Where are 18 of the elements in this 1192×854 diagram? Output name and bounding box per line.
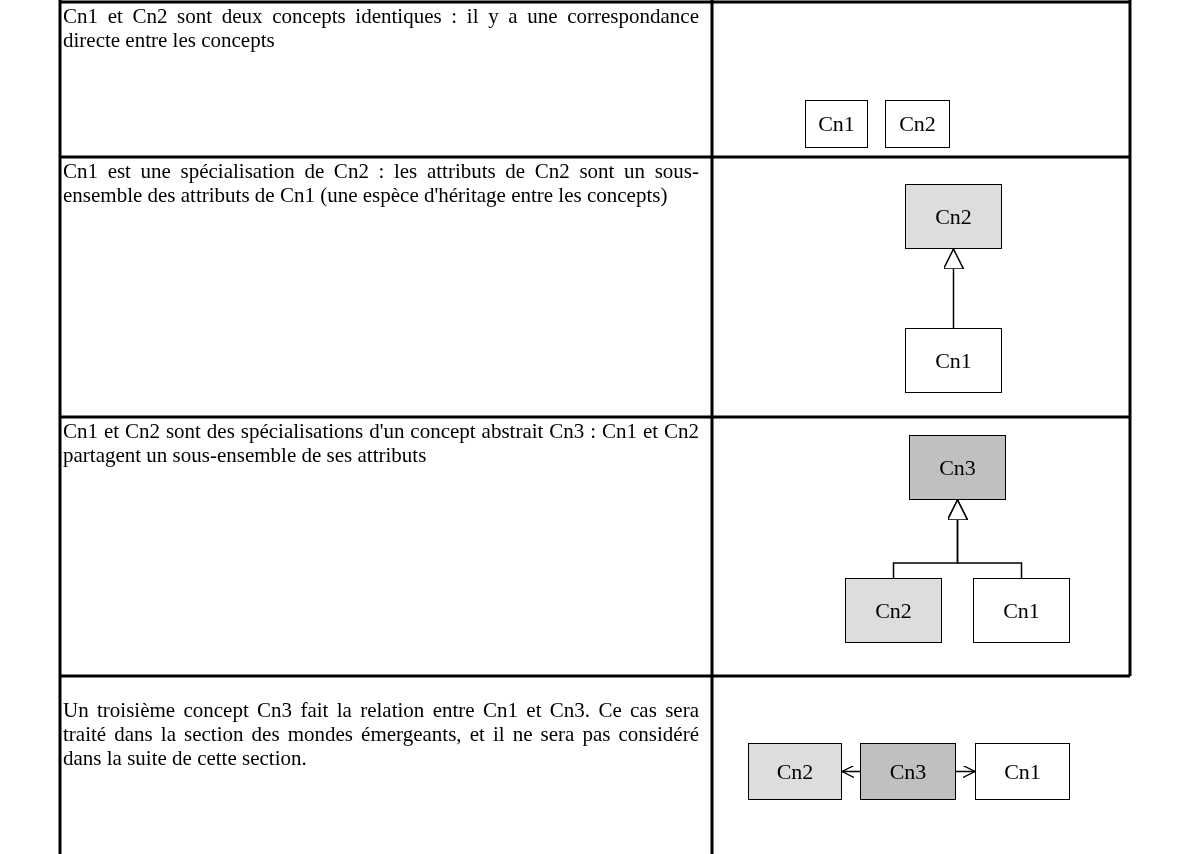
concept-box: Cn3	[909, 435, 1006, 500]
concept-box: Cn1	[975, 743, 1070, 800]
concept-box: Cn1	[973, 578, 1070, 643]
concept-box: Cn2	[885, 100, 950, 148]
arrow	[955, 764, 976, 779]
concept-box: Cn1	[805, 100, 868, 148]
table-cell-text: Cn1 est une spécialisation de Cn2 : les attributs de Cn2 sont un sous-ensemble des attributs de Cn1 (une espèce d'héritage entre les concepts)	[63, 159, 699, 207]
arrow	[946, 499, 1023, 579]
table-cell-text: Cn1 et Cn2 sont des spécialisations d'un concept abstrait Cn3 : Cn1 et Cn2 partagent un sous-ensemble de ses attributs	[63, 419, 699, 467]
concept-box: Cn2	[845, 578, 942, 643]
table-cell-text: Un troisième concept Cn3 fait la relation entre Cn1 et Cn3. Ce cas sera traité dans la section des mondes émergeants, et il ne sera pas considéré dans la suite de cette section.	[63, 698, 699, 770]
concept-box: Cn2	[748, 743, 842, 800]
arrow	[942, 248, 965, 329]
table-cell-text: Cn1 et Cn2 sont deux concepts identiques : il y a une correspondance directe entre les concepts	[63, 4, 699, 52]
arrow	[841, 764, 861, 779]
concept-box: Cn3	[860, 743, 956, 800]
concept-box: Cn2	[905, 184, 1002, 249]
concept-box: Cn1	[905, 328, 1002, 393]
